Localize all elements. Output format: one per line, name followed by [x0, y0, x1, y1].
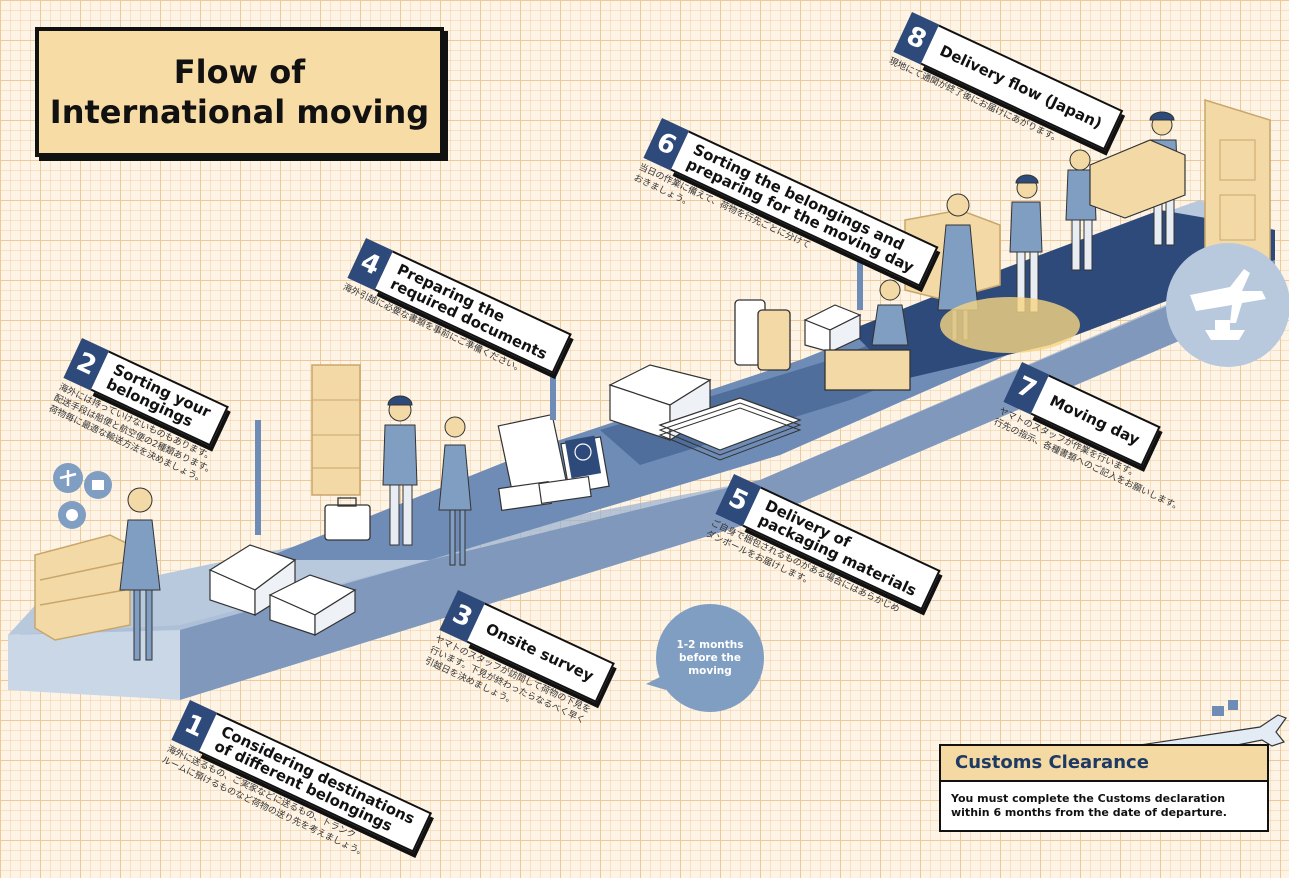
door-icon — [1204, 98, 1271, 271]
customs-title: Customs Clearance — [939, 744, 1269, 780]
customs-note: You must complete the Customs declaratio… — [939, 780, 1269, 832]
briefcase-icon — [324, 497, 371, 541]
airplane-ship-badge — [1166, 243, 1289, 367]
main-title-line1: Flow of — [173, 53, 306, 91]
drawer-cabinet-icon — [34, 534, 131, 641]
box-icon — [1228, 700, 1238, 710]
airplane-icon — [1190, 269, 1266, 323]
main-title-box: Flow of International moving — [35, 27, 444, 157]
box-icon — [208, 304, 862, 637]
highlight-spot — [940, 297, 1080, 353]
suitcase-icon — [734, 299, 911, 391]
ship-icon — [1205, 320, 1245, 340]
mover-icon — [382, 111, 1179, 546]
box-icon — [1212, 706, 1224, 716]
bookshelf-icon — [311, 364, 361, 496]
destination-icons — [53, 463, 112, 529]
label-pole — [255, 420, 261, 535]
sofa-icon — [1089, 139, 1186, 219]
passport-icon — [564, 435, 602, 479]
moving-flow-illustration — [8, 98, 1289, 763]
label-pole — [550, 335, 556, 420]
customs-clearance-box: Customs Clearance You must complete the … — [939, 744, 1269, 832]
label-pole — [857, 210, 863, 310]
main-title-line2: International moving — [49, 93, 430, 131]
